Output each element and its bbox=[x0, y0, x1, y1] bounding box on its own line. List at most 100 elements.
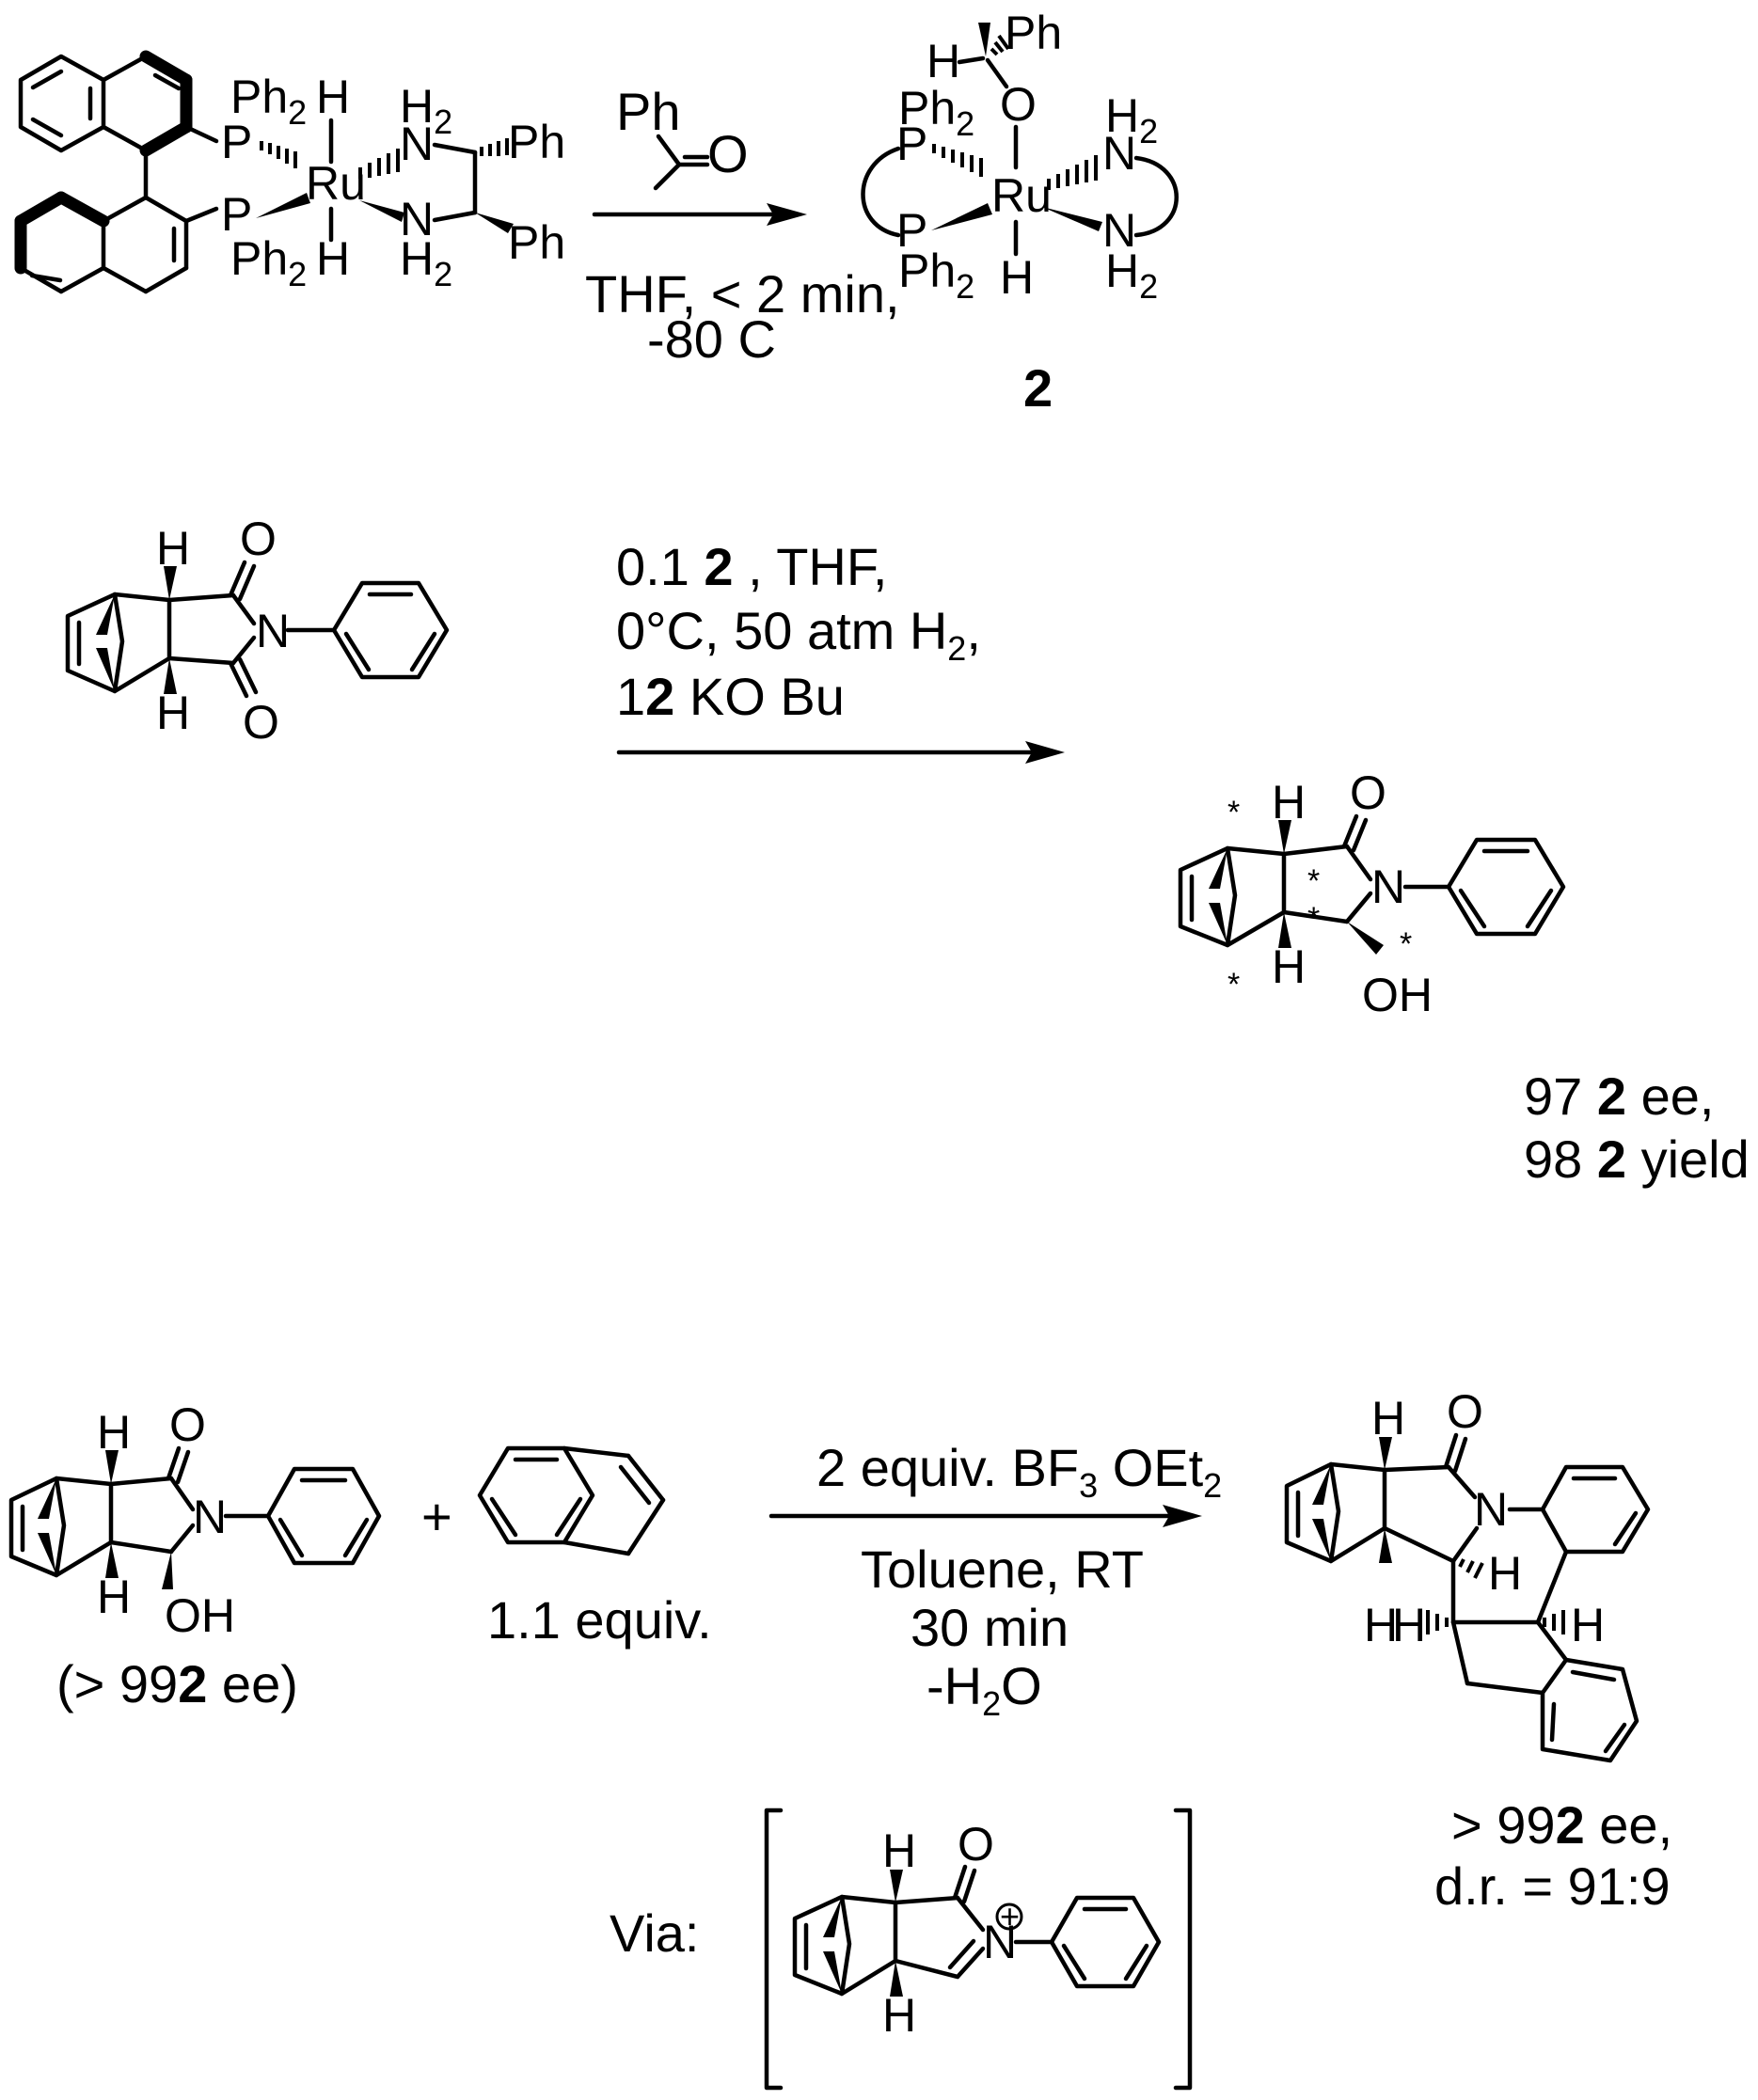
ru-n-hash-bond-product bbox=[1047, 155, 1098, 190]
ru-atom-product: Ru bbox=[991, 169, 1052, 222]
o-atom-product: O bbox=[1447, 1385, 1483, 1438]
scheme-3: H H O OH N (> 992 ee) + bbox=[8, 1385, 1672, 2091]
h-atom-ru-bottom: H bbox=[316, 232, 350, 285]
o-atom-alkoxide: O bbox=[1000, 78, 1037, 131]
stereocenter-marker: * bbox=[1227, 795, 1240, 830]
condition-3-line4: -H2O bbox=[927, 1656, 1042, 1723]
p-atom-bottom-product: P bbox=[896, 204, 927, 257]
h-atom-top-product: H bbox=[1272, 776, 1306, 829]
p-atom-top: P bbox=[221, 116, 252, 168]
diphosphine-backbone-arc bbox=[861, 146, 901, 238]
n-atom-top-product: N bbox=[1102, 127, 1136, 180]
result-3-dr: d.r. = 91:9 bbox=[1434, 1856, 1671, 1916]
ru-atom: Ru bbox=[306, 157, 366, 210]
p-atom-top-product: P bbox=[896, 118, 927, 170]
p-ru-wedge-product bbox=[931, 203, 992, 230]
imide-starting-material: H H O O N bbox=[65, 513, 450, 749]
h2-label-n-top: H2 bbox=[400, 80, 452, 141]
h-atom-intermediate-bottom: H bbox=[882, 1989, 916, 2042]
bracket-right bbox=[1173, 1808, 1193, 2091]
ph-label-bottom: Ph bbox=[508, 216, 565, 269]
h-atom-bottom-product: H bbox=[1272, 940, 1306, 993]
reagent-ph-label: Ph bbox=[616, 82, 681, 141]
stereocenter-marker: * bbox=[1400, 926, 1412, 962]
o-atom-intermediate: O bbox=[958, 1818, 994, 1871]
h-atom-alkoxide: H bbox=[927, 35, 960, 87]
result-2-ee: 97 2 ee, bbox=[1524, 1066, 1714, 1126]
via-label: Via: bbox=[610, 1903, 699, 1963]
n-atom-sm: N bbox=[193, 1491, 227, 1543]
chc-ph-hash-bond bbox=[480, 138, 509, 156]
condition-3-line2: Toluene, RT bbox=[861, 1539, 1144, 1599]
h-atom-product-top: H bbox=[1371, 1392, 1405, 1445]
ph2-label-bottom-product: Ph2 bbox=[898, 245, 974, 306]
stereocenter-marker: * bbox=[1307, 901, 1320, 937]
h-atom-product-c1: H bbox=[1488, 1547, 1522, 1600]
h-atom-top: H bbox=[156, 522, 190, 575]
result-2-yield: 98 2 yield bbox=[1524, 1129, 1750, 1189]
n-atom-bottom-product: N bbox=[1102, 204, 1136, 257]
h-hash-bond-3 bbox=[1543, 1610, 1565, 1634]
ph-label-top: Ph bbox=[508, 116, 565, 168]
scheme-2: H H O O N 0.1 2 , THF, 0°C, 50 atm H2, 1… bbox=[65, 513, 1750, 1189]
h-atom-bottom-sm: H bbox=[97, 1571, 131, 1623]
h-hash-bond-2 bbox=[1426, 1610, 1449, 1634]
indene-equiv-label: 1.1 equiv. bbox=[487, 1590, 712, 1650]
h2-label-top-product: H2 bbox=[1105, 89, 1158, 150]
h-hash-bond-1 bbox=[1458, 1558, 1484, 1579]
oh-label-product: OH bbox=[1362, 969, 1433, 1021]
product-2-label: 2 bbox=[1023, 358, 1053, 418]
result-3-ee: > 992 ee, bbox=[1451, 1795, 1672, 1855]
ph2-label-top: Ph2 bbox=[230, 71, 307, 132]
ru-n-hash-bond bbox=[358, 149, 400, 179]
p-ru-hash-bond-product bbox=[932, 144, 983, 177]
h2-label-n-bottom: H2 bbox=[400, 232, 452, 293]
o-atom-bottom: O bbox=[243, 696, 279, 749]
p-atom-bottom: P bbox=[221, 188, 252, 241]
h-atom-product-c2: H bbox=[1392, 1599, 1426, 1651]
positive-charge-sign: + bbox=[1000, 1897, 1020, 1935]
oh-label-sm: OH bbox=[165, 1589, 235, 1642]
condition-3-line3: 30 min bbox=[911, 1598, 1069, 1657]
arrowhead-1 bbox=[767, 203, 807, 226]
ph2-label-top-product: Ph2 bbox=[898, 82, 974, 143]
h-atom-top-sm: H bbox=[97, 1406, 131, 1459]
sm-ee-label: (> 992 ee) bbox=[56, 1654, 298, 1713]
ru-n-wedge-product bbox=[1042, 207, 1102, 231]
h-atom-product-bl: H bbox=[1364, 1599, 1398, 1651]
ph2-label-bottom: Ph2 bbox=[230, 232, 307, 293]
positive-charge-icon bbox=[995, 1903, 1023, 1931]
plus-sign: + bbox=[421, 1487, 452, 1546]
ru-alkoxide-complex: H Ph O Ph2 P P Ph2 bbox=[861, 7, 1179, 306]
h2-label-bottom-product: H2 bbox=[1105, 245, 1158, 306]
bracket-left bbox=[764, 1808, 784, 2091]
arrowhead-2 bbox=[1025, 741, 1065, 764]
p-ru-hash-bond bbox=[260, 141, 297, 168]
diamine-backbone-arc bbox=[1133, 155, 1179, 238]
condition-2-line2: 0°C, 50 atm H2, bbox=[616, 601, 981, 668]
h-atom-intermediate-top: H bbox=[882, 1824, 916, 1877]
methyl-wedge bbox=[978, 23, 990, 56]
condition-2-line3: 12 KO Bu bbox=[616, 667, 845, 726]
scheme-1: P P Ph2 Ph2 Ru H H H2 N N bbox=[14, 7, 1179, 418]
stereocenter-marker: * bbox=[1307, 863, 1320, 899]
condition-2-line1: 0.1 2 , THF, bbox=[616, 537, 887, 596]
o-atom-sm: O bbox=[169, 1398, 206, 1451]
h-atom-product-c3: H bbox=[1571, 1599, 1605, 1651]
arrowhead-3 bbox=[1163, 1505, 1202, 1527]
ph-hash-bond-alkoxide bbox=[990, 34, 1010, 56]
condition-1-line1: THF, < 2 min, bbox=[585, 264, 900, 324]
h-atom-ru-product: H bbox=[1000, 251, 1034, 304]
chc-ph-wedge-bond bbox=[475, 213, 514, 233]
binap-ligand bbox=[14, 50, 219, 294]
stereocenter-marker: * bbox=[1227, 967, 1240, 1003]
o-atom-product: O bbox=[1350, 766, 1386, 819]
condition-1-line2: -80 C bbox=[647, 309, 776, 369]
n-atom-top: N bbox=[400, 118, 434, 170]
n-atom: N bbox=[256, 605, 290, 657]
indene bbox=[477, 1445, 666, 1556]
reagent-o-label: O bbox=[707, 124, 749, 183]
hydroxy-lactam-product: H H O OH N * * * * * bbox=[1178, 766, 1566, 1021]
n-atom-product: N bbox=[1371, 861, 1405, 913]
